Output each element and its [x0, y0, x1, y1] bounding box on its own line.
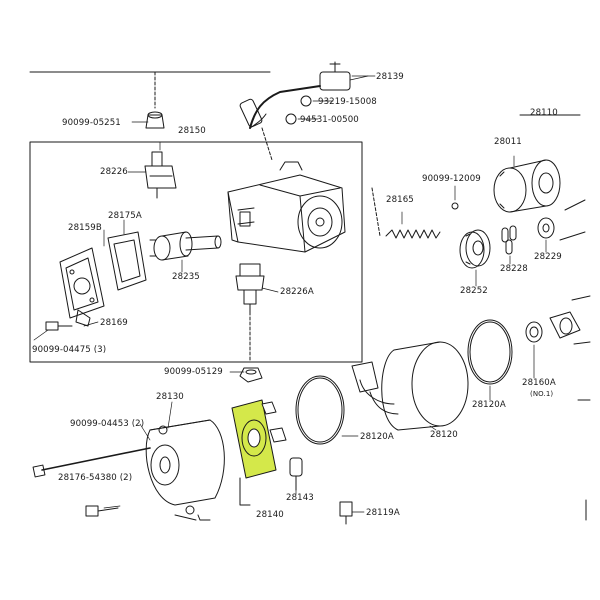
nut-05251	[145, 111, 165, 129]
label-28160A-sub: (NO.1)	[530, 390, 554, 398]
label-28229: 28229	[534, 252, 562, 262]
bracket-right	[549, 295, 591, 401]
terminal-28226A	[235, 263, 265, 363]
label-90099-05251: 90099-05251	[62, 118, 121, 128]
label-93219-15008: 93219-15008	[318, 97, 377, 107]
retainer-28229	[537, 217, 555, 239]
spring-28165	[385, 229, 441, 239]
label-28119A: 28119A	[366, 508, 400, 518]
terminal-28226	[144, 151, 177, 199]
label-28228: 28228	[500, 264, 528, 274]
label-90099-05129: 90099-05129	[164, 367, 223, 377]
nut-93219	[300, 95, 312, 107]
oring-28120A-right	[467, 319, 513, 385]
label-90099-04453: 90099-04453 (2)	[70, 419, 145, 429]
nut-05129	[239, 367, 263, 383]
label-28110: 28110	[530, 108, 558, 118]
cable-28139	[239, 61, 369, 161]
label-28120A-right: 28120A	[472, 400, 506, 410]
label-28226: 28226	[100, 167, 128, 177]
screw-04475	[45, 321, 73, 331]
label-94531-00500: 94531-00500	[300, 115, 359, 125]
label-28011: 28011	[494, 137, 522, 147]
label-28120: 28120	[430, 430, 458, 440]
label-90099-04475: 90099-04475 (3)	[32, 345, 107, 355]
pinion-clutch-28011	[493, 159, 561, 213]
label-28165: 28165	[386, 195, 414, 205]
frame-bottom-tick	[197, 514, 211, 521]
brush-28143	[289, 457, 303, 491]
cover-28175A	[107, 231, 147, 291]
washer-94531	[285, 113, 297, 125]
screw-28119A	[339, 501, 353, 525]
label-28175A: 28175A	[108, 211, 142, 221]
ball-12009	[451, 202, 459, 210]
oring-28120A-left	[295, 375, 345, 445]
leader-spring	[371, 187, 381, 237]
rollers-28228	[501, 225, 517, 255]
label-28150: 28150	[178, 126, 206, 136]
brush-holder-28140	[231, 399, 287, 506]
bearing-28160A	[525, 321, 543, 343]
clip-28169	[75, 309, 91, 327]
label-28169: 28169	[100, 318, 128, 328]
housing-edge	[559, 199, 586, 241]
leader-lines	[33, 75, 547, 513]
label-28235: 28235	[172, 272, 200, 282]
yoke-28120	[351, 341, 469, 431]
label-28252: 28252	[460, 286, 488, 296]
label-28143: 28143	[286, 493, 314, 503]
label-28226A: 28226A	[280, 287, 314, 297]
screw-28176	[85, 505, 119, 517]
label-28160A: 28160A	[522, 378, 556, 388]
gear-28252	[459, 229, 491, 269]
gasket-28159B	[59, 247, 105, 319]
end-frame-28130	[145, 419, 225, 521]
plunger-28235	[149, 231, 222, 261]
oring-28120A-left-inner	[297, 377, 343, 443]
label-28130: 28130	[156, 392, 184, 402]
oring-28120A-right-inner	[469, 321, 511, 383]
label-90099-12009: 90099-12009	[422, 174, 481, 184]
label-28176-54380: 28176-54380 (2)	[58, 473, 133, 483]
label-28120A-left: 28120A	[360, 432, 394, 442]
through-bolt-04453	[32, 447, 151, 478]
label-28140: 28140	[256, 510, 284, 520]
solenoid-switch	[227, 161, 346, 253]
subassembly-box	[29, 141, 363, 363]
label-28139: 28139	[376, 72, 404, 82]
label-28159B: 28159B	[68, 223, 102, 233]
